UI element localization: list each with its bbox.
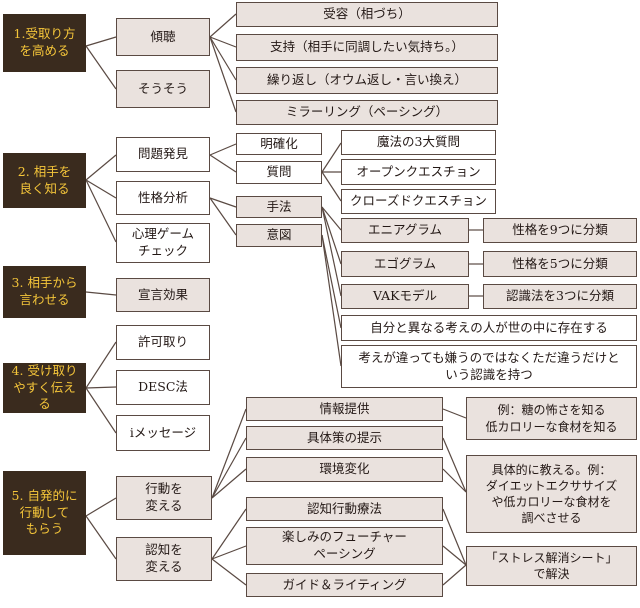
- desc-node: DESC法: [116, 370, 210, 405]
- juyou-node: 受容（相づち）: [236, 2, 498, 27]
- koudou-node: 行動を 変える: [116, 476, 212, 520]
- kankyou-node: 環境変化: [246, 457, 443, 482]
- shuhou-node: 手法: [236, 196, 322, 218]
- sengen-node: 宣言効果: [116, 278, 210, 312]
- future-pacing-node: 楽しみのフューチャー ペーシング: [246, 527, 443, 565]
- vak-node: VAKモデル: [341, 284, 469, 309]
- shinri-node: 心理ゲーム チェック: [116, 223, 210, 263]
- detail-concrete: 具体的に教える。例： ダイエットエクササイズ や低カロリーな食材を 調べさせる: [466, 455, 637, 533]
- shitsumon-node: 質問: [236, 161, 322, 184]
- intent-1: 自分と異なる考えの人が世の中に存在する: [341, 315, 637, 341]
- meikaku-node: 明確化: [236, 133, 322, 155]
- closed-question-node: クローズドクエスチョン: [341, 189, 496, 214]
- category-3: 3. 相手から 言わせる: [3, 266, 86, 318]
- mahou-node: 魔法の3大質問: [341, 130, 496, 155]
- i-message-node: iメッセージ: [116, 415, 210, 451]
- ninchi-node: 認知を 変える: [116, 537, 212, 581]
- egogram-node: エゴグラム: [341, 251, 469, 277]
- kurikaeshi-node: 繰り返し（オウム返し・言い換え）: [236, 67, 498, 94]
- intent-2: 考えが違っても嫌うのではなくただ違うだけと いう認識を持つ: [341, 345, 637, 388]
- keicho-node: 傾聴: [116, 18, 210, 56]
- jouhou-node: 情報提供: [246, 397, 443, 421]
- guide-writing-node: ガイド＆ライティング: [246, 573, 443, 597]
- detail-stress-sheet: 「ストレス解消シート」 で解決: [466, 546, 637, 586]
- mondai-node: 問題発見: [116, 137, 210, 172]
- shiji-node: 支持（相手に同調したい気持ち。）: [236, 34, 498, 61]
- category-2: 2. 相手を 良く知る: [3, 153, 86, 208]
- category-1: 1.受取り方 を高める: [3, 14, 86, 72]
- ito-node: 意図: [236, 224, 322, 247]
- category-4: 4. 受け取り やすく伝える: [3, 363, 86, 413]
- vak-desc: 認識法を3つに分類: [483, 284, 637, 309]
- category-5: 5. 自発的に 行動して もらう: [3, 471, 86, 555]
- enneagram-node: エニアグラム: [341, 218, 469, 243]
- detail-example-sugar: 例：糖の怖さを知る 低カロリーな食材を知る: [466, 397, 637, 440]
- mirroring-node: ミラーリング（ペーシング）: [236, 100, 498, 125]
- kyoka-node: 許可取り: [116, 325, 210, 360]
- enneagram-desc: 性格を9つに分類: [483, 218, 637, 243]
- egogram-desc: 性格を5つに分類: [483, 251, 637, 277]
- open-question-node: オープンクエスチョン: [341, 159, 496, 185]
- sousou-node: そうそう: [116, 70, 210, 108]
- gutaisaku-node: 具体策の提示: [246, 426, 443, 450]
- seikaku-node: 性格分析: [116, 181, 210, 215]
- ninchi-koudou-node: 認知行動療法: [246, 497, 443, 521]
